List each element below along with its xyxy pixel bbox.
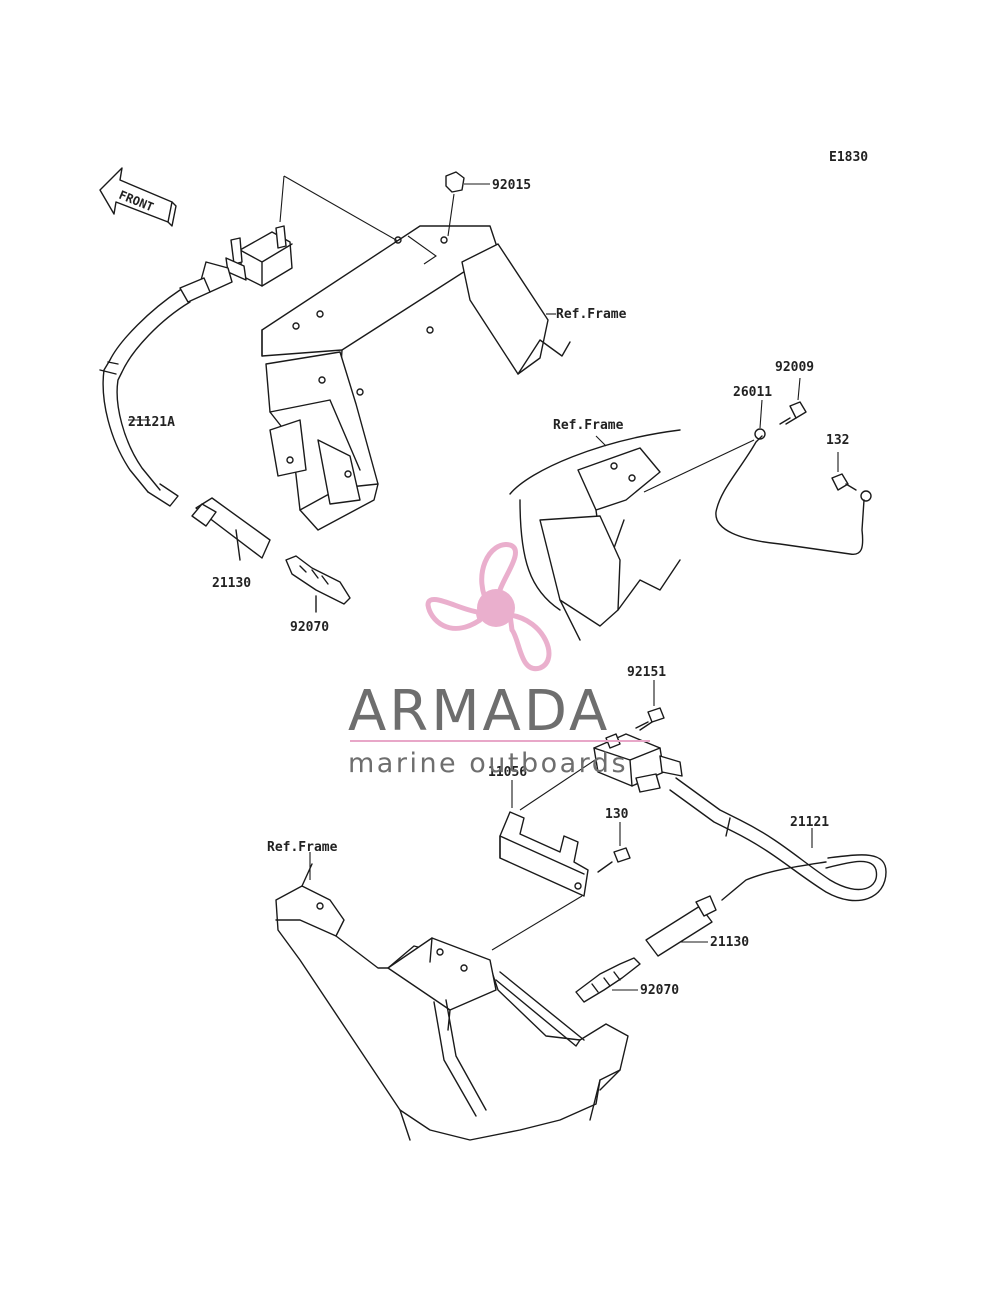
label-21130-bottom: 21130 [710,935,749,950]
bracket-11056 [499,811,589,897]
label-21121: 21121 [790,815,829,830]
ref-frame-top [261,225,571,531]
label-21121a: 21121A [128,415,175,430]
ref-frame-mid [509,429,681,641]
propeller-icon [425,542,552,672]
plug-cap-bottom [645,895,717,957]
ht-lead-21121a [99,289,191,507]
label-11056: 11056 [488,765,527,780]
label-ref-frame-top: Ref.Frame [556,307,627,322]
nut-92015 [445,171,490,237]
ref-frame-bottom [275,863,629,1141]
diagram-code: E1830 [829,150,868,165]
front-arrow-icon: FRONT [99,167,177,227]
label-92015: 92015 [492,178,531,193]
label-92009: 92009 [775,360,814,375]
label-26011: 26011 [733,385,772,400]
label-92151: 92151 [627,665,666,680]
ignition-coil-bottom [593,733,683,793]
label-ref-frame-mid: Ref.Frame [553,418,624,433]
bolt-132 [831,452,857,491]
label-132: 132 [826,433,849,448]
spark-plug-bottom [575,957,641,1003]
label-92070-bottom: 92070 [640,983,679,998]
label-21130-top: 21130 [212,576,251,591]
label-92070-top: 92070 [290,620,329,635]
plug-cap-top [191,497,271,561]
label-130: 130 [605,807,629,822]
spark-plug-top [285,555,351,613]
watermark-brand: ARMADA [348,679,610,744]
watermark-divider [350,740,650,742]
ht-lead-21121 [669,777,887,902]
bolt-92009 [779,377,807,425]
watermark-tagline: marine outboards [348,748,628,779]
bolt-92151 [635,680,665,731]
ignition-coil-top [179,225,293,303]
bolt-130 [597,822,631,873]
armada-logo [425,542,552,672]
ground-cable [643,428,872,555]
label-ref-frame-bottom: Ref.Frame [267,840,338,855]
